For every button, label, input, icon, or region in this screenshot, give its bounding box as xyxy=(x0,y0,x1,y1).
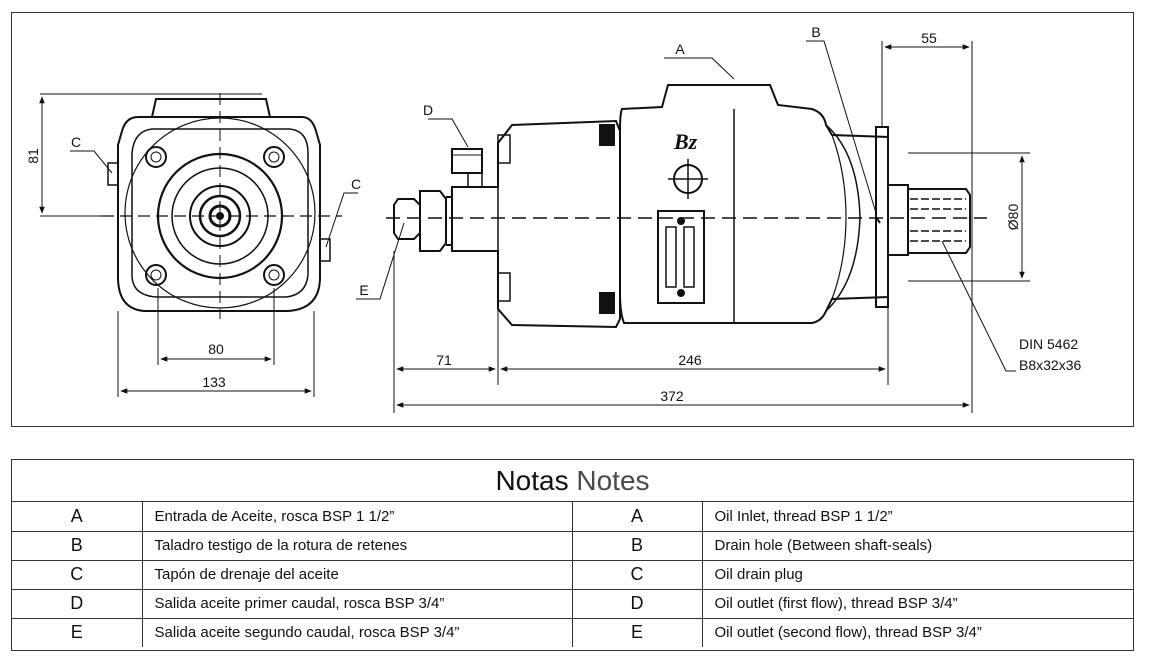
description-en: Drain hole (Between shaft-seals) xyxy=(702,531,1133,561)
key-es: C xyxy=(12,560,143,590)
dim-total-372: 372 xyxy=(660,388,684,404)
table-row: E Salida aceite segundo caudal, rosca BS… xyxy=(12,618,1133,647)
notes-title-es: Notas xyxy=(495,465,569,496)
key-en: B xyxy=(572,531,703,561)
dim-outlet-71: 71 xyxy=(436,352,452,368)
key-en: D xyxy=(572,589,703,619)
technical-drawing: Bz xyxy=(11,12,1134,427)
table-row: D Salida aceite primer caudal, rosca BSP… xyxy=(12,589,1133,619)
callout-b: B xyxy=(811,24,820,40)
dim-diameter-80: Ø80 xyxy=(1005,204,1021,231)
callout-a: A xyxy=(675,41,685,57)
dim-height-81: 81 xyxy=(25,148,41,164)
description-es: Tapón de drenaje del aceite xyxy=(142,560,573,590)
key-es: B xyxy=(12,531,143,561)
notes-table: A Entrada de Aceite, rosca BSP 1 1/2” A … xyxy=(12,502,1133,647)
callout-c-left: C xyxy=(71,134,81,150)
side-view: Bz xyxy=(356,40,1030,413)
key-en: A xyxy=(572,502,703,532)
table-row: A Entrada de Aceite, rosca BSP 1 1/2” A … xyxy=(12,502,1133,532)
dim-bolt-spacing-80: 80 xyxy=(208,341,224,357)
dim-shaft-55: 55 xyxy=(921,30,937,46)
logo-text: Bz xyxy=(673,129,698,154)
key-es: E xyxy=(12,618,143,647)
dim-body-246: 246 xyxy=(678,352,702,368)
notes-title-en: Notes xyxy=(576,465,650,496)
description-en: Oil outlet (second flow), thread BSP 3/4… xyxy=(714,624,982,642)
spline-spec-line1: DIN 5462 xyxy=(1019,336,1078,352)
key-en: E xyxy=(572,618,703,647)
callout-d: D xyxy=(423,102,433,118)
description-en: Oil outlet (first flow), thread BSP 3/4” xyxy=(702,589,1133,619)
description-es: Salida aceite segundo caudal, rosca BSP … xyxy=(142,618,573,647)
description-es: Salida aceite primer caudal, rosca BSP 3… xyxy=(142,589,573,619)
description-en: Oil Inlet, thread BSP 1 1/2” xyxy=(702,502,1133,532)
spline-spec-line2: B8x32x36 xyxy=(1019,357,1081,373)
callout-c-right: C xyxy=(351,176,361,192)
key-es: A xyxy=(12,502,143,532)
description-es: Entrada de Aceite, rosca BSP 1 1/2” xyxy=(142,502,573,532)
description-es: Taladro testigo de la rotura de retenes xyxy=(142,531,573,561)
notes-table-box: Notas Notes A Entrada de Aceite, rosca B… xyxy=(11,459,1134,651)
callout-e: E xyxy=(359,282,368,298)
notes-title: Notas Notes xyxy=(12,460,1133,502)
table-row: B Taladro testigo de la rotura de retene… xyxy=(12,531,1133,561)
key-es: D xyxy=(12,589,143,619)
pump-drawing-svg: Bz xyxy=(25,24,1081,413)
table-row: C Tapón de drenaje del aceite C Oil drai… xyxy=(12,560,1133,590)
dim-width-133: 133 xyxy=(202,374,226,390)
key-en: C xyxy=(572,560,703,590)
description-en: Oil drain plug xyxy=(702,560,1133,590)
front-view xyxy=(39,93,358,397)
dimension-labels: 81 80 133 C C 55 71 246 372 Ø80 A B D E … xyxy=(25,24,1081,404)
